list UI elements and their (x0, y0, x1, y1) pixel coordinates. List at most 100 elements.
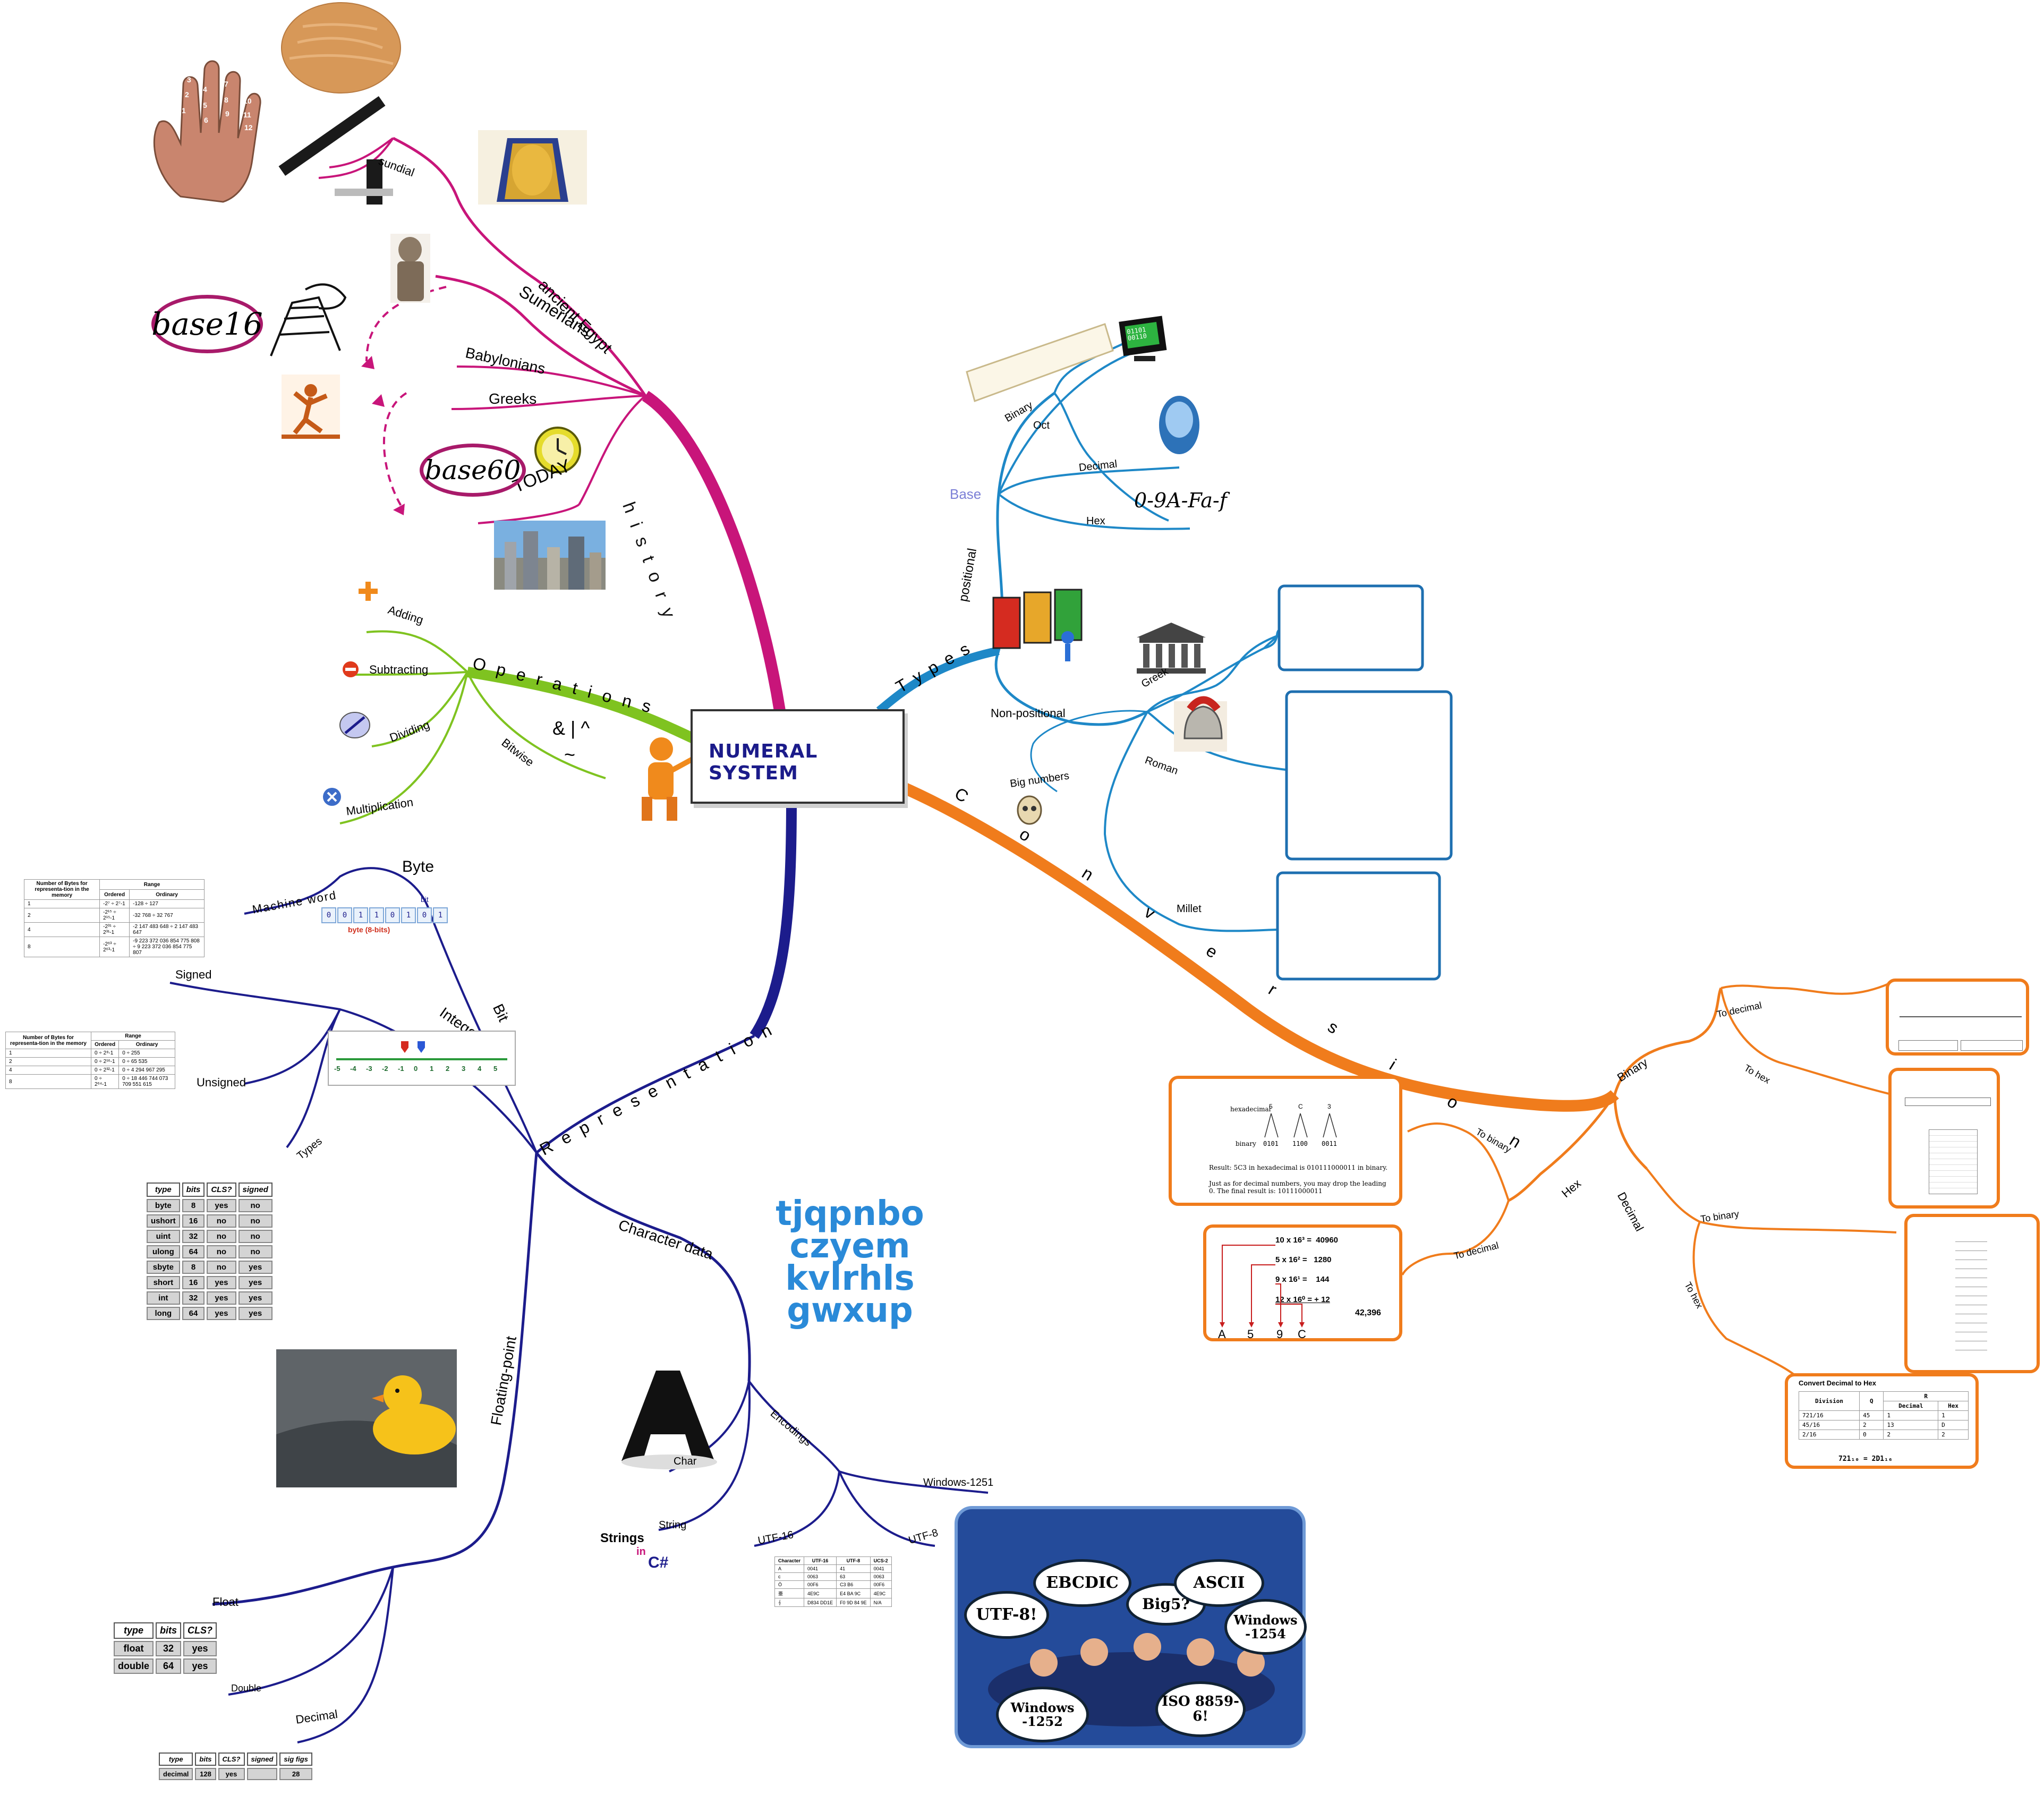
table-cell: yes (183, 1641, 217, 1656)
table-cell: 1 (1938, 1410, 1969, 1420)
table-cell: double (114, 1658, 154, 1674)
table-cell: 2 (1938, 1430, 1969, 1440)
win1254-bubble: Windows -1254 (1224, 1599, 1307, 1655)
table-cell: float (114, 1641, 154, 1656)
table-cell: 64 (182, 1245, 205, 1258)
table-header: Q (1859, 1391, 1884, 1411)
table-cell: yes (207, 1276, 236, 1289)
table-cell: 8 (5, 1074, 92, 1089)
table-cell: yes (183, 1658, 217, 1674)
csharp-label: C# (648, 1554, 669, 1571)
table-cell: 16 (182, 1276, 205, 1289)
table-cell: N/A (870, 1598, 892, 1607)
table-cell: 2 (1883, 1430, 1939, 1440)
table-cell: 13 (1883, 1420, 1939, 1430)
table-header: bits (195, 1753, 216, 1766)
hex-card-group-2: 1100 (1292, 1140, 1308, 1147)
base60-badge: base60 (420, 444, 526, 497)
table-cell: yes (238, 1307, 272, 1320)
utf8-bubble: UTF-8! (964, 1591, 1049, 1639)
table-header: Ordinary (118, 1040, 175, 1049)
table-cell: 16 (182, 1214, 205, 1228)
table-header: CLS? (183, 1622, 217, 1639)
divide-icon (339, 712, 370, 738)
table-header: Number of Bytes for representa-tion in t… (5, 1032, 92, 1049)
windows1251-label: Windows-1251 (923, 1477, 994, 1488)
hex-card-split-lines (1264, 1113, 1337, 1138)
byte-bit-cell: 0 (321, 907, 336, 923)
hex-digit-letter: C (1298, 1328, 1306, 1341)
table-cell: no (207, 1245, 236, 1258)
number-line-tick-label: 4 (478, 1065, 482, 1073)
nonpositional-label: Non-positional (991, 707, 1066, 720)
ebcdic-bubble: EBCDIC (1033, 1559, 1131, 1607)
hex-card-digit-2: C (1298, 1103, 1303, 1110)
byte-bit-cell: 0 (337, 907, 352, 923)
table-cell: yes (207, 1291, 236, 1305)
greek-temple-icon (1137, 623, 1206, 674)
char-label: Char (674, 1456, 697, 1467)
base16-badge: base16 (151, 295, 263, 353)
table-cell: 8 (182, 1261, 205, 1274)
table-cell: 45 (1859, 1410, 1884, 1420)
table-cell: sbyte (147, 1261, 180, 1274)
millet-label: Millet (1177, 903, 1202, 915)
table-cell: 0 ÷ 2³²-1 (91, 1066, 120, 1075)
table-cell: short (147, 1276, 180, 1289)
table-cell: E4 BA 9C (836, 1588, 871, 1598)
table-header: bits (182, 1183, 205, 1197)
hex-card-note: Just as for decimal numbers, you may dro… (1209, 1180, 1386, 1195)
table-header: Ordered (91, 1040, 120, 1049)
table-cell: 28 (279, 1768, 312, 1780)
table-header: Decimal (1883, 1401, 1939, 1411)
table-cell: F0 9D 84 9E (836, 1598, 871, 1607)
roman-helmet-image (1174, 696, 1227, 752)
number-line-axis (336, 1058, 507, 1060)
byte-bit-cell: 1 (401, 907, 416, 923)
float-label: Float (212, 1595, 239, 1609)
table-cell: -2⁶³ ÷ 2⁶³-1 (99, 937, 130, 957)
hand-digit-label: 1 (182, 106, 186, 115)
number-line-tick-label: 0 (414, 1065, 418, 1073)
number-line-tick-label: -5 (334, 1065, 340, 1073)
byte-bit-cell: 0 (417, 907, 432, 923)
table-header: Character (774, 1556, 805, 1565)
central-topic[interactable]: NUMERAL SYSTEM (691, 709, 905, 804)
operations-branch (339, 630, 696, 824)
binary-to-decimal-card (1886, 979, 2029, 1056)
table-header: CLS? (218, 1753, 245, 1766)
unsigned-label: Unsigned (197, 1076, 246, 1089)
table-cell: 0063 (804, 1572, 837, 1581)
table-cell: 2 (23, 908, 100, 923)
table-header: signed (238, 1183, 272, 1197)
table-cell: ulong (147, 1245, 180, 1258)
subtracting-label: Subtracting (369, 663, 429, 676)
table-cell: D834 DD1E (804, 1598, 837, 1607)
byte-bit-cell: 1 (433, 907, 448, 923)
byte-bit-cell: 0 (385, 907, 400, 923)
desert-sand-image (281, 2, 401, 93)
hex-card-group-3: 0011 (1322, 1140, 1337, 1147)
pharaoh-mask-image (478, 130, 587, 205)
table-cell: uint (147, 1230, 180, 1243)
table-cell: 亜 (774, 1588, 805, 1598)
hand-digit-label: 6 (204, 116, 208, 124)
table-header: CLS? (207, 1183, 236, 1197)
table-cell: 0063 (870, 1572, 892, 1581)
number-line-tick-label: -1 (398, 1065, 404, 1073)
table-cell: -2 147 483 648 ÷ 2 147 483 647 (129, 922, 205, 937)
signed-range-table: Number of Bytes for representa-tion in t… (23, 879, 205, 957)
